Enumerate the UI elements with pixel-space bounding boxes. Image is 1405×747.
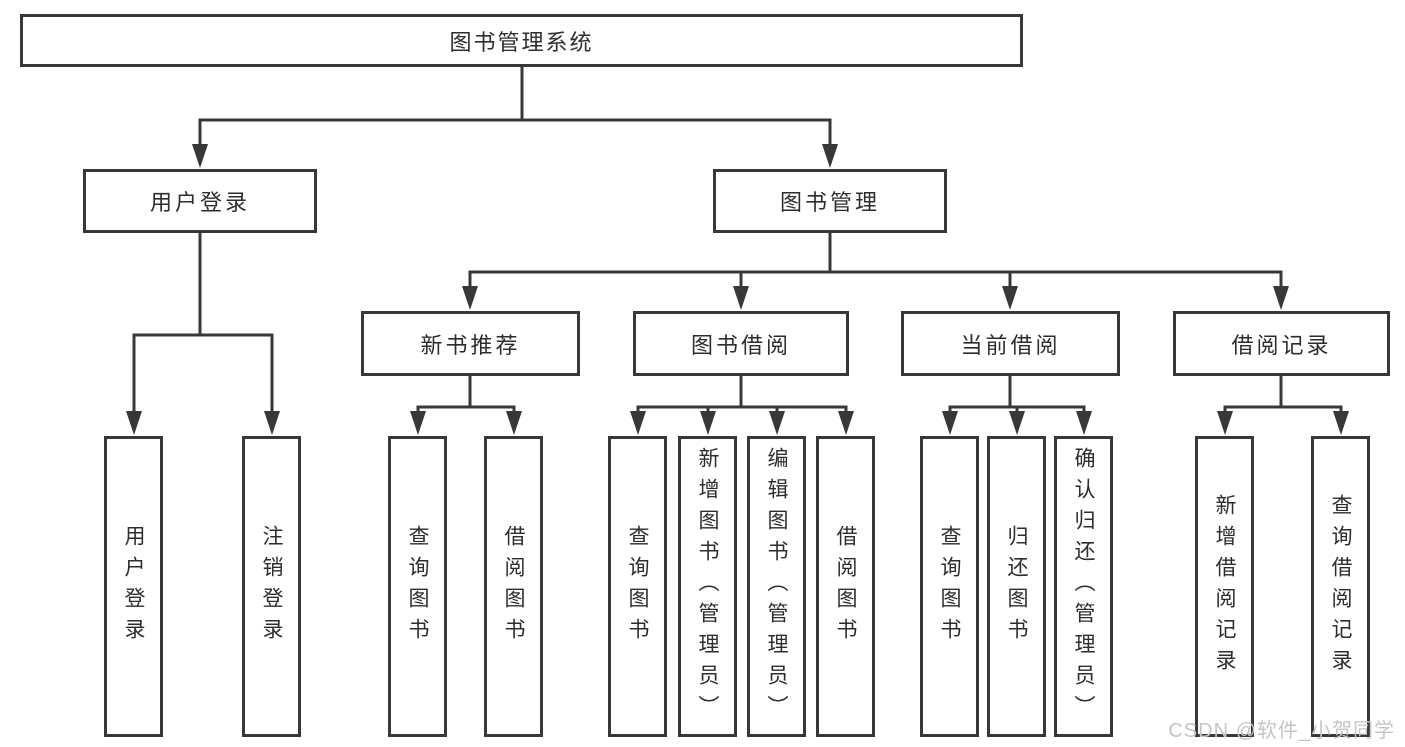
leaf-borrow-query-books-label: 查询图书: [626, 524, 649, 649]
leaf-borrow-books: 借阅图书: [816, 436, 875, 737]
node-user-login: 用户登录: [83, 169, 317, 233]
arrowheads: [126, 144, 1349, 435]
arrowhead: [942, 411, 958, 435]
arrowhead: [192, 144, 208, 168]
watermark-text: CSDN @软件_小贺同学: [1168, 720, 1395, 742]
leaf-add-borrow-record: 新增借阅记录: [1195, 436, 1254, 737]
arrowhead: [1076, 411, 1092, 435]
leaf-add-books-admin-label: 新增图书（管理员）: [696, 447, 719, 726]
node-new-book-recommend: 新书推荐: [361, 311, 580, 376]
leaf-current-query-books-label: 查询图书: [938, 524, 961, 649]
arrowhead: [700, 411, 716, 435]
arrowhead: [410, 411, 426, 435]
arrowhead: [838, 411, 854, 435]
arrowhead: [1273, 286, 1289, 310]
arrowhead: [733, 286, 749, 310]
arrowhead: [630, 411, 646, 435]
node-current-borrow: 当前借阅: [901, 311, 1120, 376]
arrowhead: [822, 144, 838, 168]
arrowhead: [462, 286, 478, 310]
leaf-recommend-query-books: 查询图书: [388, 436, 447, 737]
leaf-borrow-books-label: 借阅图书: [834, 524, 857, 649]
leaf-borrow-query-books: 查询图书: [608, 436, 667, 737]
leaf-logout-label: 注销登录: [260, 524, 283, 649]
arrowhead: [1217, 411, 1233, 435]
leaf-query-borrow-record: 查询借阅记录: [1311, 436, 1370, 737]
leaf-return-books: 归还图书: [987, 436, 1046, 737]
node-book-management-label: 图书管理: [779, 190, 880, 215]
leaf-confirm-return-admin: 确认归还（管理员）: [1054, 436, 1113, 737]
arrowhead: [126, 411, 142, 435]
arrowhead: [1009, 411, 1025, 435]
node-current-borrow-label: 当前借阅: [960, 332, 1061, 358]
leaf-return-books-label: 归还图书: [1005, 524, 1028, 649]
arrowhead: [1002, 286, 1018, 310]
leaf-recommend-borrow-books-label: 借阅图书: [502, 524, 525, 649]
node-user-login-label: 用户登录: [149, 190, 250, 215]
arrowhead: [264, 411, 280, 435]
leaf-current-query-books: 查询图书: [920, 436, 979, 737]
leaf-logout: 注销登录: [242, 436, 301, 737]
leaf-edit-books-admin-label: 编辑图书（管理员）: [765, 447, 788, 726]
leaf-recommend-borrow-books: 借阅图书: [484, 436, 543, 737]
leaf-edit-books-admin: 编辑图书（管理员）: [747, 436, 806, 737]
leaf-add-borrow-record-label: 新增借阅记录: [1213, 493, 1236, 680]
leaf-recommend-query-books-label: 查询图书: [406, 524, 429, 649]
leaf-user-login-label: 用户登录: [122, 524, 145, 649]
arrowhead: [769, 411, 785, 435]
node-root-label: 图书管理系统: [449, 29, 594, 55]
node-new-book-recommend-label: 新书推荐: [420, 332, 521, 358]
arrowhead: [506, 411, 522, 435]
node-root: 图书管理系统: [20, 14, 1023, 67]
leaf-add-books-admin: 新增图书（管理员）: [678, 436, 737, 737]
node-borrow-records: 借阅记录: [1173, 311, 1390, 376]
node-book-management: 图书管理: [713, 169, 947, 233]
leaf-confirm-return-admin-label: 确认归还（管理员）: [1072, 447, 1095, 726]
leaf-user-login: 用户登录: [104, 436, 163, 737]
node-borrow-records-label: 借阅记录: [1231, 332, 1332, 358]
node-book-borrow-label: 图书借阅: [690, 332, 791, 358]
arrowhead: [1333, 411, 1349, 435]
node-book-borrow: 图书借阅: [633, 311, 849, 376]
leaf-query-borrow-record-label: 查询借阅记录: [1329, 493, 1352, 680]
